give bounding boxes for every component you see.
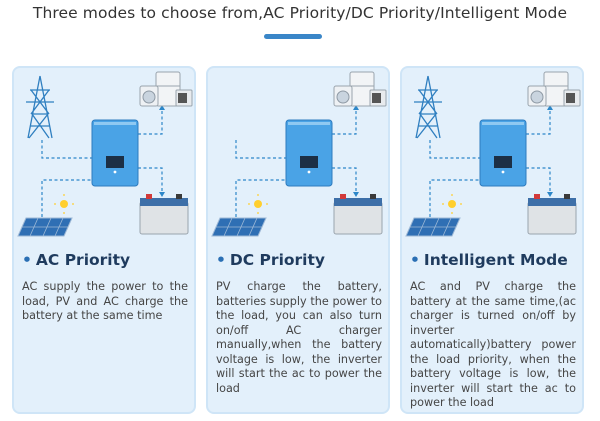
- mode-title: •Intelligent Mode: [410, 251, 568, 269]
- title-underline: [264, 34, 322, 39]
- solar-panel-icon: [405, 217, 461, 237]
- battery-icon: [527, 194, 577, 235]
- mode-title: •AC Priority: [22, 251, 131, 269]
- bullet-dot: •: [22, 251, 32, 269]
- mode-panel-ac-priority: •AC Priority AC supply the power to the …: [12, 66, 196, 414]
- transmission-tower-icon: [26, 75, 54, 139]
- mode-diagram: [405, 71, 581, 237]
- inverter-icon: [91, 119, 139, 187]
- battery-icon: [333, 194, 383, 235]
- mode-title: •DC Priority: [216, 251, 325, 269]
- inverter-icon: [479, 119, 527, 187]
- mode-panel-intelligent-mode: •Intelligent Mode AC and PV charge the b…: [400, 66, 584, 414]
- mode-diagram: [211, 71, 387, 237]
- solar-panel-icon: [17, 217, 73, 237]
- sun-icon: [248, 194, 268, 214]
- mode-description: AC supply the power to the load, PV and …: [22, 280, 188, 322]
- sun-icon: [54, 194, 74, 214]
- inverter-icon: [285, 119, 333, 187]
- bullet-dot: •: [216, 251, 226, 269]
- appliances-icon: [527, 71, 581, 107]
- mode-description: AC and PV charge the battery at the same…: [410, 280, 576, 409]
- transmission-tower-icon: [414, 75, 442, 139]
- mode-description: PV charge the battery, batteries supply …: [216, 280, 382, 395]
- appliances-icon: [333, 71, 387, 107]
- appliances-icon: [139, 71, 193, 107]
- sun-icon: [442, 194, 462, 214]
- solar-panel-icon: [211, 217, 267, 237]
- bullet-dot: •: [410, 251, 420, 269]
- battery-icon: [139, 194, 189, 235]
- mode-panel-dc-priority: •DC Priority PV charge the battery, batt…: [206, 66, 390, 414]
- page-title: Three modes to choose from,AC Priority/D…: [32, 4, 568, 22]
- mode-diagram: [17, 71, 193, 237]
